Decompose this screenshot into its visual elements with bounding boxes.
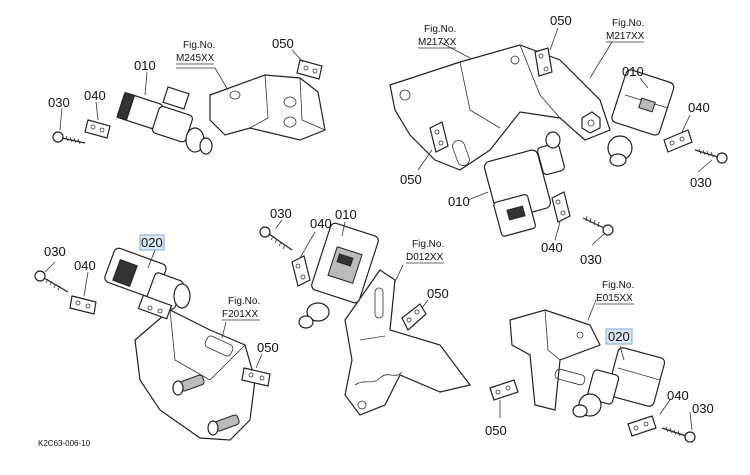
screw-030d <box>259 226 271 238</box>
label-030-g1[interactable]: 030 <box>48 95 70 110</box>
plate-040d <box>291 255 311 287</box>
screw-030c <box>602 224 614 236</box>
fig-number-f201: F201XX <box>222 309 258 320</box>
label-010-g2-lower[interactable]: 010 <box>448 194 470 209</box>
screw-030b <box>716 152 728 164</box>
fig-prefix-m245: Fig.No. <box>183 40 215 51</box>
diagram-code: K2C63-006-10 <box>38 439 91 448</box>
plate-050b <box>429 121 449 153</box>
label-010-g1[interactable]: 010 <box>134 58 156 73</box>
label-040-g4[interactable]: 040 <box>74 258 96 273</box>
label-010-g2-right[interactable]: 010 <box>622 64 644 79</box>
bracket-m217 <box>389 44 611 171</box>
label-040-g2-lower[interactable]: 040 <box>541 240 563 255</box>
plate-050e <box>241 367 271 387</box>
label-050-g5[interactable]: 050 <box>485 423 507 438</box>
label-050-g2-top[interactable]: 050 <box>550 13 572 28</box>
label-050-g2-left[interactable]: 050 <box>400 172 422 187</box>
plate-050a <box>296 59 323 80</box>
fig-number-m217-right: M217XX <box>606 31 645 42</box>
label-030-g2-lower[interactable]: 030 <box>580 252 602 267</box>
fig-prefix-f201: Fig.No. <box>228 296 260 307</box>
screw-030a <box>52 131 64 143</box>
assembly-m217 <box>389 27 728 246</box>
switch-body-020b <box>606 347 666 407</box>
label-010-g3[interactable]: 010 <box>335 207 357 222</box>
plate-040f <box>627 415 657 437</box>
bracket-e015 <box>509 309 601 411</box>
label-020-g5[interactable]: 020 <box>608 329 630 344</box>
label-030-g3[interactable]: 030 <box>270 206 292 221</box>
label-050-g3[interactable]: 050 <box>427 286 449 301</box>
bracket-d012 <box>344 269 472 416</box>
label-040-g3[interactable]: 040 <box>310 216 332 231</box>
plate-050d <box>401 303 427 331</box>
plate-040c <box>551 191 571 223</box>
label-020-g4[interactable]: 020 <box>141 235 163 250</box>
fig-prefix-e015: Fig.No. <box>602 280 634 291</box>
label-040-g5[interactable]: 040 <box>667 388 689 403</box>
plate-040b <box>663 129 693 153</box>
highlight-020-g4 <box>139 234 165 251</box>
assembly-m245 <box>52 49 326 155</box>
label-040-g2-right[interactable]: 040 <box>688 100 710 115</box>
assembly-f201 <box>34 247 271 441</box>
screw-030e <box>34 270 46 282</box>
plate-040e <box>69 295 97 315</box>
fig-number-e015: E015XX <box>596 293 633 304</box>
fig-number-d012: D012XX <box>406 252 444 263</box>
highlight-020-g5 <box>605 328 633 345</box>
fig-number-m217-left: M217XX <box>418 37 457 48</box>
fig-prefix-d012: Fig.No. <box>412 239 444 250</box>
label-050-g4[interactable]: 050 <box>257 340 279 355</box>
fig-prefix-m217-left: Fig.No. <box>424 24 456 35</box>
assembly-d012 <box>259 219 472 416</box>
label-030-g2-right[interactable]: 030 <box>690 175 712 190</box>
plate-040a <box>84 119 111 139</box>
assembly-e015 <box>489 299 696 443</box>
label-030-g4[interactable]: 030 <box>44 244 66 259</box>
fig-prefix-m217-right: Fig.No. <box>612 18 644 29</box>
fig-number-m245: M245XX <box>176 53 215 64</box>
label-050-g1[interactable]: 050 <box>272 36 294 51</box>
label-030-g5[interactable]: 030 <box>692 401 714 416</box>
plate-050f <box>489 379 519 401</box>
label-040-g1[interactable]: 040 <box>84 88 106 103</box>
screw-030f <box>684 431 696 443</box>
